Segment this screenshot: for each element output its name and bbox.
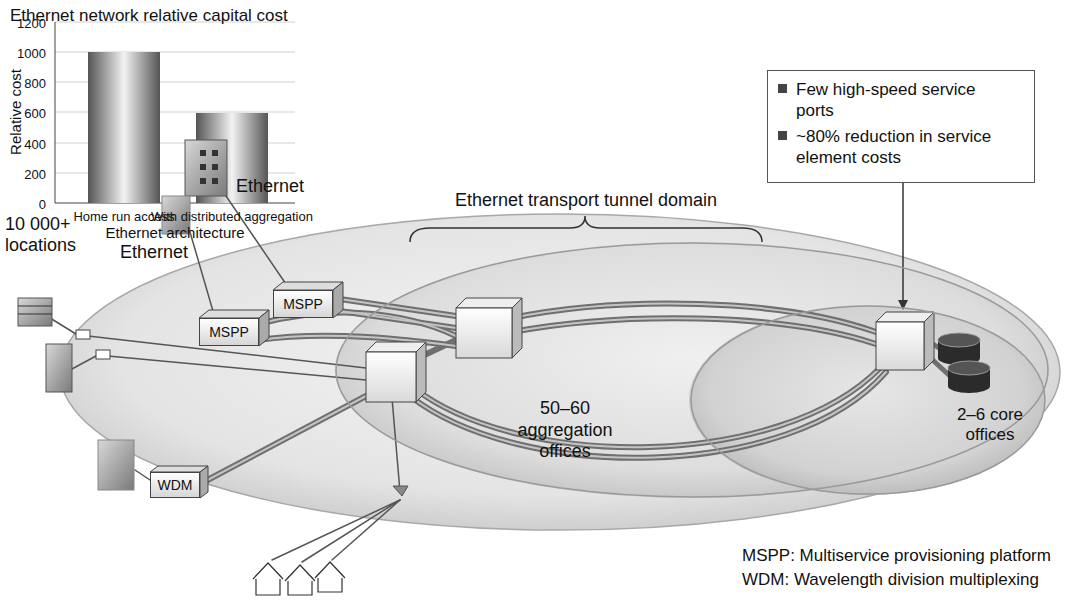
callout-arrow	[902, 183, 904, 308]
bullet-row: Few high-speed service ports	[778, 79, 1024, 122]
label-holder: 400	[24, 135, 46, 153]
ring-outline	[691, 306, 1045, 494]
tick-label: 0	[39, 197, 46, 212]
location-count: 10 000+ locations	[5, 214, 76, 255]
ring-outline	[336, 243, 1048, 497]
tick-label: 200	[24, 167, 46, 182]
tick-label: 400	[24, 137, 46, 152]
bracket-label: Ethernet transport tunnel domain	[455, 190, 717, 210]
chart-title: Ethernet network relative capital cost	[10, 6, 288, 25]
tick-label: 800	[24, 76, 46, 91]
bar	[88, 52, 160, 203]
mspp-box: MSPP	[199, 318, 259, 346]
label-holder: Ethernet transport tunnel domain	[455, 190, 717, 211]
tick-label: 600	[24, 106, 46, 121]
ring-outline	[335, 242, 1049, 498]
ring-label-holder: 50–60 aggregation offices	[490, 398, 640, 463]
aggregation-region	[335, 242, 1049, 498]
callout-text: ~80% reduction in service element costs	[796, 126, 1011, 169]
label-holder: 600	[24, 104, 46, 122]
bullet-row: ~80% reduction in service element costs	[778, 126, 1024, 169]
callout-box: Few high-speed service ports~80% reducti…	[767, 70, 1035, 183]
label-holder: WDM: Wavelength division multiplexing	[742, 570, 1039, 590]
label-holder: 10 000+ locations	[5, 214, 87, 255]
label-holder: Relative cost	[7, 69, 25, 155]
aggregation-ring: 50–60 aggregation offices 2–6 core office…	[335, 242, 1049, 498]
axis-title: Ethernet architecture	[105, 224, 244, 241]
aggregation-switch	[366, 342, 426, 402]
link-label: Ethernet	[120, 242, 188, 262]
bullet	[778, 84, 787, 93]
building-icons	[18, 140, 408, 496]
bar-chart	[55, 22, 295, 203]
label-holder: Ethernet network relative capital cost	[10, 6, 288, 26]
label-holder: 1000	[17, 44, 46, 62]
core-switch	[876, 312, 934, 370]
bracket	[410, 216, 762, 242]
ring-label: 50–60 aggregation offices	[490, 398, 640, 463]
bullet	[778, 131, 787, 140]
core-region	[689, 305, 1045, 495]
abbreviation-note: WDM: Wavelength division multiplexing	[742, 570, 1039, 589]
box-label: WDM	[158, 477, 193, 493]
ring-label-holder: 2–6 core offices	[950, 405, 1030, 446]
label-holder: 800	[24, 74, 46, 92]
wdm-box: WDM	[150, 472, 200, 498]
label-holder: MSPP: Multiservice provisioning platform	[742, 546, 1051, 566]
label-holder: Ethernet architecture	[105, 224, 244, 242]
ring-outline	[690, 305, 1046, 495]
box-shading	[150, 282, 343, 498]
router-icons	[938, 333, 990, 393]
house-icons	[253, 562, 345, 595]
label-holder: Ethernet	[236, 176, 304, 197]
label-holder: 0	[39, 195, 46, 213]
access-region	[60, 214, 1060, 530]
ring-label: 2–6 core offices	[950, 405, 1030, 446]
box-label: MSPP	[283, 296, 323, 312]
connector-layer	[903, 183, 904, 308]
label-holder: Ethernet	[120, 242, 188, 263]
link-label: Ethernet	[236, 176, 304, 196]
tick-label: 1000	[17, 46, 46, 61]
axis-title: Relative cost	[7, 69, 24, 155]
category-label: With distributed aggregation	[151, 209, 313, 224]
core-ring: 2–6 core offices	[690, 305, 1046, 495]
callout-text: Few high-speed service ports	[796, 79, 1011, 122]
label-holder: With distributed aggregation	[151, 207, 313, 225]
aggregation-switch	[456, 298, 522, 358]
label-holder: 200	[24, 165, 46, 183]
abbreviation-note: MSPP: Multiservice provisioning platform	[742, 546, 1051, 565]
mspp-box: MSPP	[273, 290, 333, 318]
box-label: MSPP	[209, 324, 249, 340]
